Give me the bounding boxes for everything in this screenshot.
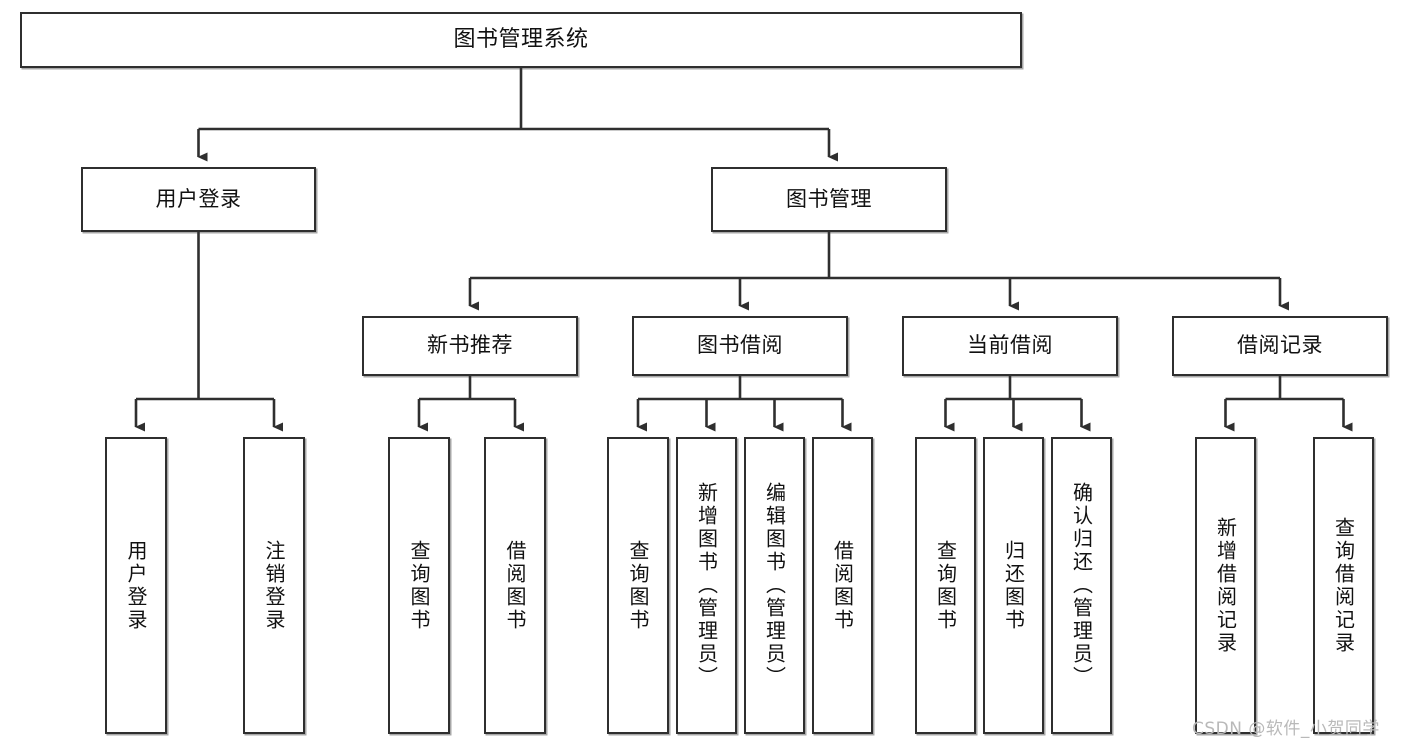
node-leaf-rec-query[interactable]: 查询图书 bbox=[388, 437, 450, 734]
node-label: 查询图书 bbox=[626, 539, 650, 632]
node-leaf-bb-edit[interactable]: 编辑图书（管理员） bbox=[744, 437, 805, 734]
node-leaf-cb-query[interactable]: 查询图书 bbox=[915, 437, 976, 734]
node-leaf-bb-query[interactable]: 查询图书 bbox=[607, 437, 669, 734]
node-label: 图书管理系统 bbox=[453, 26, 589, 52]
node-leaf-bb-add[interactable]: 新增图书（管理员） bbox=[676, 437, 737, 734]
node-label: 用户登录 bbox=[155, 186, 242, 211]
node-borrow-record[interactable]: 借阅记录 bbox=[1172, 316, 1388, 376]
node-label: 图书借阅 bbox=[697, 333, 783, 358]
node-book-borrow[interactable]: 图书借阅 bbox=[632, 316, 848, 376]
node-leaf-br-query[interactable]: 查询借阅记录 bbox=[1313, 437, 1374, 734]
node-leaf-bb-borrow[interactable]: 借阅图书 bbox=[812, 437, 873, 734]
node-leaf-logout[interactable]: 注销登录 bbox=[243, 437, 305, 734]
node-current-borrow[interactable]: 当前借阅 bbox=[902, 316, 1118, 376]
node-book-manage[interactable]: 图书管理 bbox=[711, 167, 947, 232]
csdn-watermark: CSDN @软件_小贺同学 bbox=[1192, 719, 1380, 739]
node-label: 归还图书 bbox=[1001, 539, 1026, 632]
node-label: 当前借阅 bbox=[967, 333, 1053, 358]
node-leaf-cb-return[interactable]: 归还图书 bbox=[983, 437, 1044, 734]
node-leaf-br-add[interactable]: 新增借阅记录 bbox=[1195, 437, 1256, 734]
node-leaf-rec-borrow[interactable]: 借阅图书 bbox=[484, 437, 546, 734]
node-root[interactable]: 图书管理系统 bbox=[20, 12, 1022, 68]
node-label: 用户登录 bbox=[124, 539, 148, 632]
node-label: 新书推荐 bbox=[427, 333, 513, 358]
node-label: 借阅图书 bbox=[830, 539, 855, 632]
node-label: 借阅记录 bbox=[1237, 333, 1323, 358]
node-user-login[interactable]: 用户登录 bbox=[81, 167, 316, 232]
node-label: 图书管理 bbox=[786, 186, 872, 211]
node-label: 确认归还（管理员） bbox=[1069, 482, 1094, 689]
node-new-book-rec[interactable]: 新书推荐 bbox=[362, 316, 578, 376]
node-label: 查询图书 bbox=[933, 539, 958, 632]
node-leaf-cb-confirm[interactable]: 确认归还（管理员） bbox=[1051, 437, 1112, 734]
node-label: 借阅图书 bbox=[503, 539, 527, 632]
node-label: 查询图书 bbox=[407, 539, 431, 632]
node-label: 编辑图书（管理员） bbox=[762, 482, 787, 689]
node-label: 新增图书（管理员） bbox=[694, 482, 719, 689]
node-label: 新增借阅记录 bbox=[1213, 516, 1238, 655]
node-label: 查询借阅记录 bbox=[1331, 516, 1356, 655]
node-label: 注销登录 bbox=[262, 539, 286, 632]
node-leaf-user-login[interactable]: 用户登录 bbox=[105, 437, 167, 734]
